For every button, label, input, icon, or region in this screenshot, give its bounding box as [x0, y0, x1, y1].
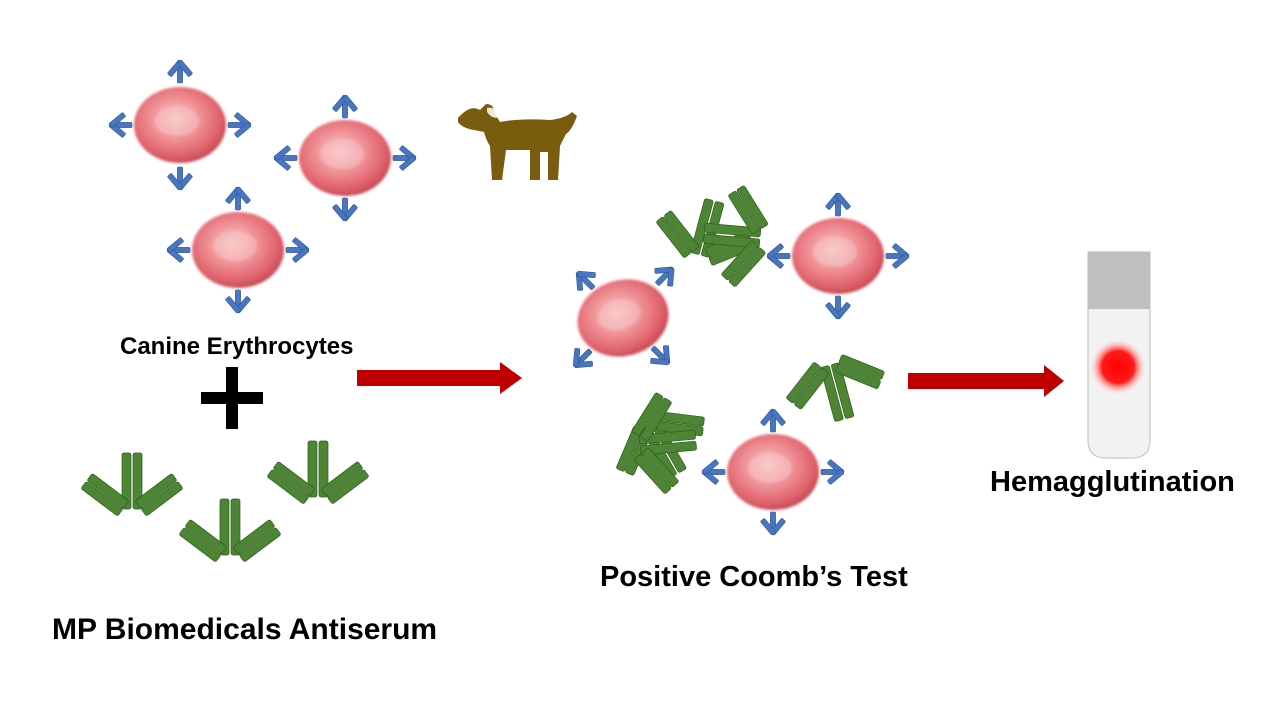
arrow-right-icon: [908, 365, 1064, 397]
agglutination-complex: [564, 181, 910, 536]
antibody-icon: [392, 144, 417, 172]
antibody-icon: [108, 111, 133, 139]
antiserum-antibodies-group: [80, 440, 370, 563]
antibody-icon: [824, 295, 852, 320]
dog-icon: [458, 104, 577, 180]
antiserum-antibody-icon: [178, 498, 282, 563]
canine-erythrocytes-group: [108, 59, 417, 314]
antibody-icon: [331, 94, 359, 119]
antibody-icon: [766, 242, 791, 270]
erythrocyte-icon: [727, 434, 819, 510]
antibody-icon: [273, 144, 298, 172]
antibody-icon: [224, 186, 252, 211]
hemagglutination-label: Hemagglutination: [990, 466, 1235, 498]
antiserum-antibody-icon: [266, 440, 370, 505]
antiserum-label: MP Biomedicals Antiserum: [52, 613, 438, 646]
erythrocyte-icon: [134, 87, 226, 163]
erythrocyte-icon: [192, 212, 284, 288]
antibody-icon: [885, 242, 910, 270]
antiserum-antibody-icon: [80, 452, 184, 517]
antibody-icon: [759, 511, 787, 536]
antiserum-antibody-icon: [778, 344, 895, 433]
antibody-icon: [701, 458, 726, 486]
erythrocyte-icon: [792, 218, 884, 294]
antibody-icon: [824, 192, 852, 217]
antibody-icon: [224, 289, 252, 314]
antibody-icon: [166, 59, 194, 84]
coombs-test-label: Positive Coomb’s Test: [600, 561, 908, 593]
antibody-icon: [759, 408, 787, 433]
antibody-icon: [285, 236, 310, 264]
antibody-icon: [166, 236, 191, 264]
antibody-icon: [227, 111, 252, 139]
antibody-icon: [166, 166, 194, 191]
canine-erythrocytes-label: Canine Erythrocytes: [120, 333, 354, 360]
tube-cap: [1088, 252, 1150, 309]
plus-icon: [201, 367, 263, 429]
erythrocyte-icon: [299, 120, 391, 196]
test-tube-icon: [1087, 251, 1151, 459]
arrow-right-icon: [357, 362, 522, 394]
antibody-icon: [331, 197, 359, 222]
antibody-icon: [820, 458, 845, 486]
agglutinate-dot: [1089, 338, 1147, 396]
